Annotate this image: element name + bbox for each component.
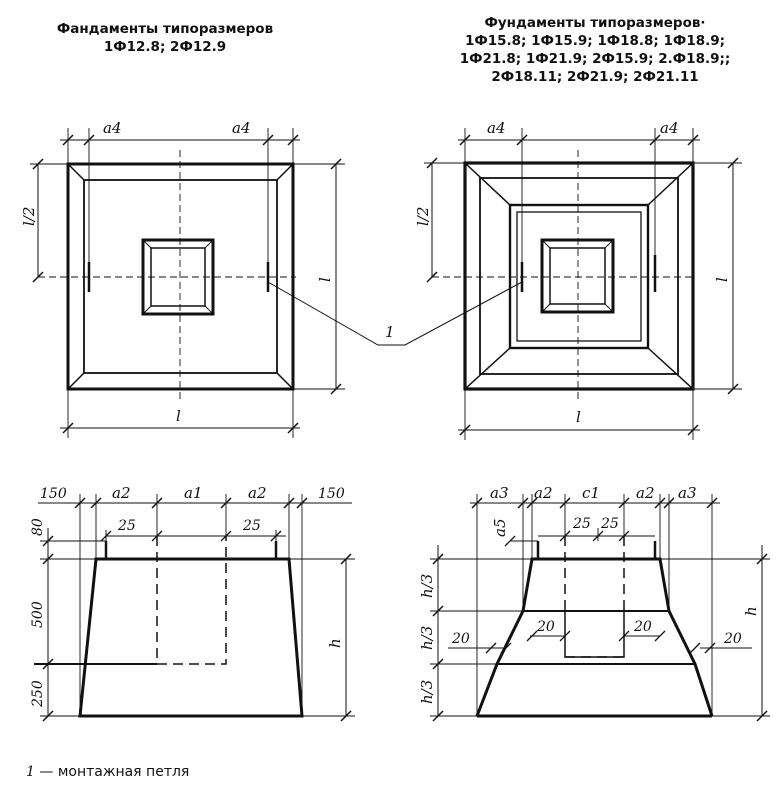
left-title-line-2: 1Ф12.8; 2Ф12.9 [103, 39, 227, 55]
right-plan-l-vertical: l [713, 277, 731, 282]
right-section-h3-middle: h/3 [418, 626, 436, 650]
right-title: Фундаменты типоразмеров· 1Ф15.8; 1Ф15.9;… [430, 14, 760, 86]
callout-number: 1 [385, 323, 395, 341]
left-plan-a4-left: a4 [103, 119, 122, 137]
left-section-dim-150-left: 150 [40, 486, 67, 502]
right-section-dim-a2-left: a2 [534, 484, 553, 502]
right-title-line-3: 1Ф21.8; 1Ф21.9; 2Ф15.9; 2.Ф18.9;; [459, 51, 731, 67]
left-section-dim-25-left: 25 [117, 518, 136, 534]
right-section-dim-c1: c1 [582, 484, 600, 502]
left-section-dim-a2-left: a2 [112, 484, 131, 502]
right-section-dim-a2-right: a2 [636, 484, 655, 502]
left-section-dim-a2-right: a2 [248, 484, 267, 502]
right-section-dim-25-right: 25 [600, 516, 619, 532]
left-plan [30, 128, 345, 438]
right-title-line-4: 2Ф18.11; 2Ф21.9; 2Ф21.11 [491, 69, 699, 85]
right-section-offset-20-inner-right: 20 [633, 619, 652, 635]
right-plan-a4-right: a4 [660, 119, 679, 137]
right-section-offset-20-outer-right: 20 [723, 631, 742, 647]
right-plan-l-half: l/2 [414, 207, 432, 226]
left-section-dim-250: 250 [30, 680, 46, 708]
legend-text: — монтажная петля [34, 764, 190, 780]
left-section-dim-80: 80 [30, 518, 46, 536]
right-title-line-1: Фундаменты типоразмеров· [484, 15, 706, 31]
left-title: Фандаменты типоразмеров 1Ф12.8; 2Ф12.9 [20, 20, 310, 56]
right-section-h3-top: h/3 [418, 574, 436, 598]
right-section-h3-bottom: h/3 [418, 680, 436, 704]
right-section-dim-a5: a5 [491, 519, 509, 538]
left-title-line-1: Фандаменты типоразмеров [56, 21, 274, 37]
right-plan-l-horizontal: l [576, 408, 581, 426]
left-section [34, 494, 355, 722]
right-section [430, 494, 770, 722]
legend: 1 — монтажная петля [26, 764, 189, 780]
left-section-dim-a1: a1 [184, 484, 203, 502]
legend-number: 1 [26, 764, 35, 780]
right-section-offset-20-outer-left: 20 [451, 631, 470, 647]
left-plan-l-vertical: l [316, 277, 334, 282]
left-plan-l-horizontal: l [176, 407, 181, 425]
left-section-dim-25-right: 25 [242, 518, 261, 534]
left-plan-l-half: l/2 [20, 207, 38, 226]
right-section-h: h [742, 606, 760, 616]
left-section-h: h [326, 638, 344, 648]
right-plan [424, 128, 742, 440]
left-section-dim-500: 500 [30, 601, 46, 628]
callout-leader [267, 281, 523, 346]
left-section-dim-150-right: 150 [318, 486, 345, 502]
right-section-dim-a3-left: a3 [490, 484, 509, 502]
right-section-offset-20-inner-left: 20 [536, 619, 555, 635]
right-plan-a4-left: a4 [487, 119, 506, 137]
right-section-dim-25-left: 25 [572, 516, 591, 532]
right-section-dim-a3-right: a3 [678, 484, 697, 502]
right-title-line-2: 1Ф15.8; 1Ф15.9; 1Ф18.8; 1Ф18.9; [464, 33, 726, 49]
left-plan-a4-right: a4 [232, 119, 251, 137]
